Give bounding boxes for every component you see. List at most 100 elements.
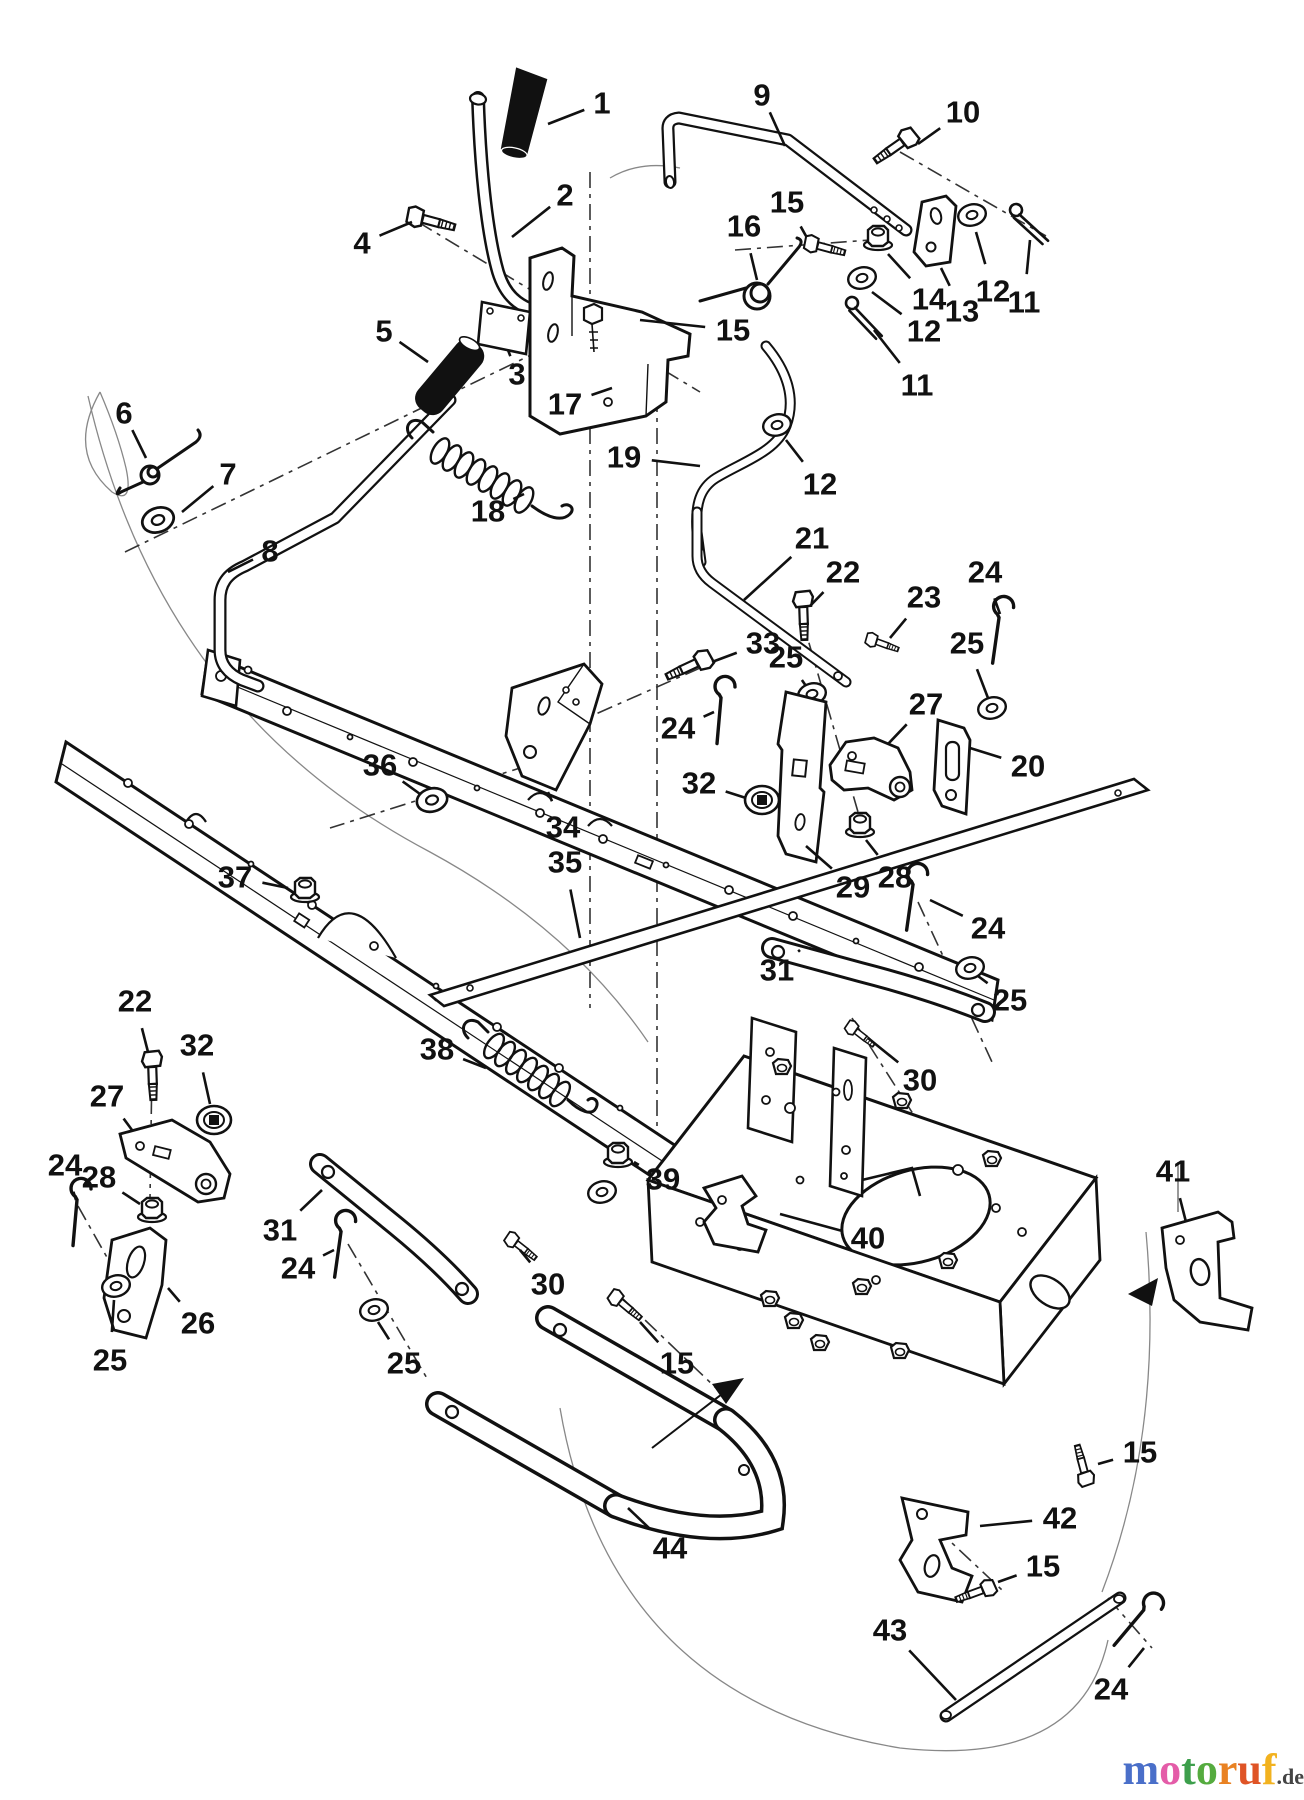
part-label-22: 22 xyxy=(826,555,860,590)
frame-rail-upper xyxy=(200,648,1000,1023)
part-label-2: 2 xyxy=(556,178,573,213)
leader-line xyxy=(725,790,747,800)
part-label-11: 11 xyxy=(901,368,934,403)
part-label-32: 32 xyxy=(180,1028,214,1063)
washer-39 xyxy=(584,1177,620,1207)
leader-line xyxy=(743,555,793,601)
spring-38 xyxy=(462,1019,599,1114)
bracket-27a xyxy=(828,736,914,802)
leader-line xyxy=(131,429,148,459)
nut-14 xyxy=(862,224,894,252)
logo-letter: r xyxy=(1217,1745,1238,1794)
leader-line xyxy=(805,845,833,870)
part-label-15: 15 xyxy=(716,313,750,348)
leader-line xyxy=(506,349,512,357)
leader-line xyxy=(651,459,701,468)
leader-line xyxy=(872,329,901,364)
part-label-14: 14 xyxy=(912,282,947,317)
bracket-41 xyxy=(1160,1162,1254,1332)
clamp-40 xyxy=(701,1174,768,1254)
leader-line xyxy=(401,780,421,796)
screw-23 xyxy=(862,630,902,657)
leader-line xyxy=(997,1574,1018,1584)
logo-letter: m xyxy=(1122,1745,1160,1794)
leader-line xyxy=(1097,1458,1114,1466)
part-label-16: 16 xyxy=(727,209,761,244)
leader-line xyxy=(121,1191,141,1206)
lever-grip-1 xyxy=(500,67,548,160)
hook-pin-24e xyxy=(326,1207,359,1281)
arm-31b xyxy=(309,1153,479,1305)
leader-line xyxy=(908,1649,957,1701)
leader-line xyxy=(398,340,429,364)
rod-19 xyxy=(691,340,796,568)
leader-line xyxy=(627,1507,651,1530)
leader-line xyxy=(969,746,1002,759)
part-label-24: 24 xyxy=(281,1251,316,1286)
part-label-27: 27 xyxy=(90,1079,124,1114)
leader-line xyxy=(779,1212,842,1232)
part-label-26: 26 xyxy=(181,1306,215,1341)
leader-line xyxy=(639,1321,660,1344)
screw-15d xyxy=(1067,1441,1098,1489)
spring-clip-6 xyxy=(115,428,202,496)
rod-43 xyxy=(939,1591,1127,1723)
leader-line xyxy=(887,253,912,280)
part-label-25: 25 xyxy=(993,983,1027,1018)
nut-28a xyxy=(844,811,876,839)
logo-suffix: .de xyxy=(1276,1764,1304,1789)
part-label-34: 34 xyxy=(546,810,581,845)
part-label-13: 13 xyxy=(945,294,979,329)
part-label-15: 15 xyxy=(660,1346,694,1381)
motoruf-logo: motoruf.de xyxy=(1118,1746,1304,1798)
leader-line xyxy=(797,949,801,953)
rod-9 xyxy=(661,111,913,237)
leader-line xyxy=(140,1027,150,1053)
leader-line xyxy=(993,597,1002,615)
leader-line xyxy=(929,898,964,917)
part-label-20: 20 xyxy=(1011,749,1045,784)
rod-21 xyxy=(691,506,852,688)
leader-line xyxy=(322,1248,335,1257)
bolt-22b xyxy=(140,1049,165,1102)
part-label-41: 41 xyxy=(1156,1154,1190,1189)
bracket-20 xyxy=(932,718,972,816)
bolt-33 xyxy=(661,645,717,688)
part-label-24: 24 xyxy=(48,1148,83,1183)
part-label-15: 15 xyxy=(770,185,804,220)
leader-line xyxy=(181,485,215,514)
cross-bar xyxy=(427,777,1151,1008)
part-label-43: 43 xyxy=(873,1613,907,1648)
nut-39 xyxy=(602,1141,634,1169)
leader-line xyxy=(749,252,759,281)
leader-line xyxy=(512,492,525,501)
stud-30b xyxy=(501,1229,542,1266)
assembly-arrow-left xyxy=(1128,1278,1158,1306)
part-label-18: 18 xyxy=(471,494,505,529)
part-label-40: 40 xyxy=(851,1221,885,1256)
part-label-28: 28 xyxy=(82,1160,116,1195)
bushing-32b xyxy=(195,1104,233,1136)
part-label-12: 12 xyxy=(976,274,1010,309)
part-label-3: 3 xyxy=(508,357,525,392)
part-label-31: 31 xyxy=(760,953,794,988)
part-label-36: 36 xyxy=(363,748,397,783)
logo-letter: o xyxy=(1159,1745,1182,1794)
u-bracket-44 xyxy=(425,1305,786,1541)
leader-line xyxy=(227,558,254,574)
part-label-5: 5 xyxy=(375,314,392,349)
leader-line xyxy=(871,290,903,316)
nut-28b xyxy=(136,1196,168,1224)
hook-pin-24a xyxy=(984,593,1017,667)
leader-line xyxy=(639,318,706,329)
part-label-25: 25 xyxy=(950,626,984,661)
bracket-13 xyxy=(912,194,958,268)
hook-pin-24b xyxy=(708,673,738,747)
leader-line xyxy=(711,651,738,664)
part-label-30: 30 xyxy=(531,1267,565,1302)
leader-line xyxy=(974,231,987,265)
part-label-24: 24 xyxy=(968,555,1003,590)
stud-30a xyxy=(841,1017,880,1052)
lower-left-group xyxy=(64,1019,647,1340)
